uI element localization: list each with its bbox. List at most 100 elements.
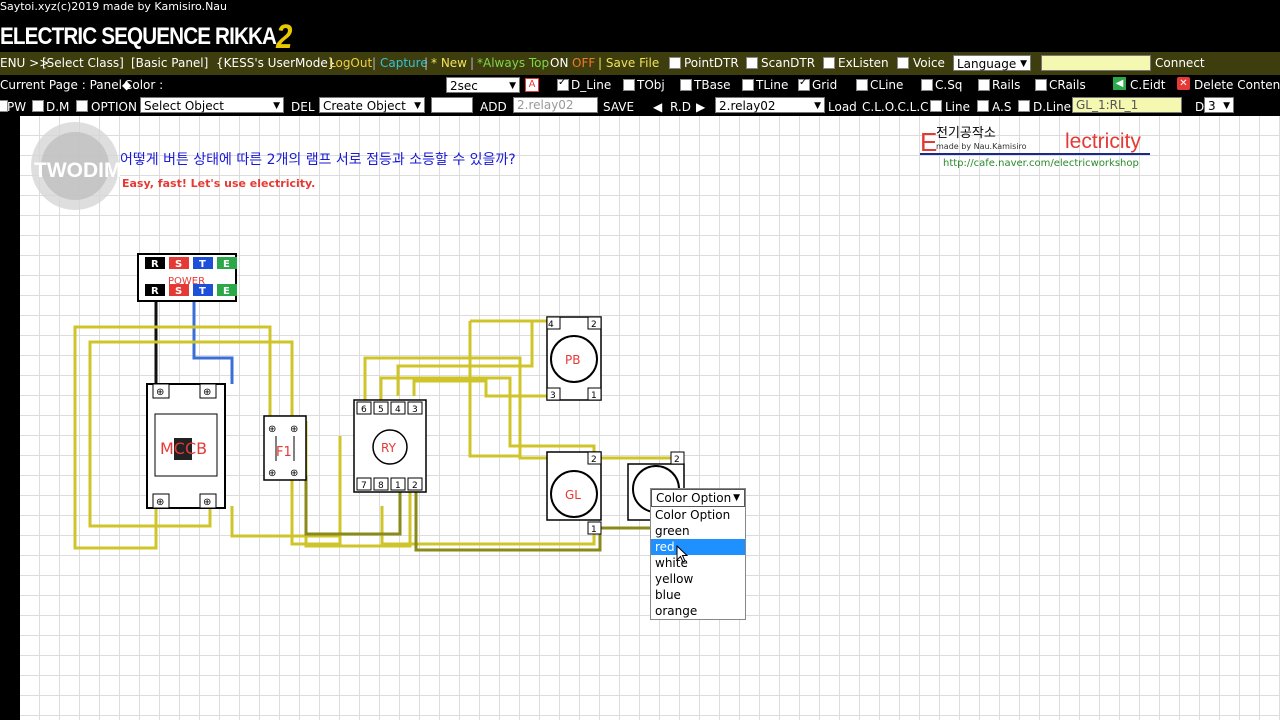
connect-input[interactable]: [1041, 55, 1151, 71]
color-option-item[interactable]: red: [651, 539, 745, 555]
chevron-down-icon: ▼: [509, 81, 516, 91]
relay-pin[interactable]: [407, 477, 423, 491]
fuse-f1[interactable]: ⊕ ⊕ ⊕ ⊕ F1: [263, 415, 307, 481]
always-top-off[interactable]: OFF: [572, 56, 596, 70]
point-dtr-label: PointDTR: [684, 56, 739, 70]
csq-checkbox[interactable]: [921, 79, 933, 91]
a-button[interactable]: A: [525, 78, 539, 92]
select-class-link[interactable]: [Select Class]: [42, 56, 124, 70]
tline-checkbox[interactable]: [742, 79, 754, 91]
dline2-checkbox[interactable]: [1018, 100, 1030, 112]
add-button[interactable]: ADD: [480, 100, 507, 114]
csq-label: C.Sq: [935, 78, 963, 92]
as-label: A.S: [992, 100, 1012, 114]
svg-text:⊕: ⊕: [290, 424, 298, 435]
mccb-breaker[interactable]: ⊕ ⊕ ⊕ ⊕ MCCB: [146, 383, 226, 509]
relay-pin[interactable]: [390, 477, 406, 491]
edit-icon[interactable]: ◀: [1113, 77, 1126, 90]
ex-listen-checkbox[interactable]: [823, 57, 835, 69]
clocl-label: C.L.O.C.L.C: [862, 100, 929, 114]
scan-dtr-checkbox[interactable]: [746, 57, 758, 69]
next-arrow-icon[interactable]: ▶: [696, 100, 706, 114]
power-terminal[interactable]: [145, 257, 165, 269]
del-button[interactable]: DEL: [291, 100, 315, 114]
prev-arrow-icon[interactable]: ◀: [653, 100, 663, 114]
object-name-input[interactable]: [431, 97, 473, 113]
save-button[interactable]: SAVE: [603, 100, 635, 114]
always-top-on[interactable]: ON: [550, 56, 569, 70]
select-object-value: Select Object: [144, 99, 224, 113]
capture-link[interactable]: Capture: [380, 56, 428, 70]
color-option-item[interactable]: orange: [655, 604, 698, 618]
power-terminal[interactable]: [193, 284, 213, 296]
color-option-select[interactable]: Color Option▼: [651, 489, 745, 507]
save-file-link[interactable]: | Save File: [598, 56, 660, 70]
tbase-checkbox[interactable]: [680, 79, 692, 91]
power-terminal[interactable]: [169, 257, 189, 269]
interval-select[interactable]: 2sec▼: [446, 77, 520, 93]
power-terminal[interactable]: [145, 284, 165, 296]
scan-dtr-label: ScanDTR: [761, 56, 816, 70]
relay-pin-label: 8: [378, 481, 384, 491]
tobj-checkbox[interactable]: [623, 79, 635, 91]
credit-text: Saytoi.xyz(c)2019 made by Kamisiro.Nau: [0, 0, 228, 13]
relay-pin[interactable]: [373, 477, 389, 491]
always-top-link[interactable]: *Always Top: [477, 56, 550, 70]
create-object-select[interactable]: Create Object▼: [319, 97, 425, 113]
rails-label: Rails: [992, 78, 1021, 92]
dm-checkbox[interactable]: [32, 100, 44, 112]
gl-input[interactable]: GL_1:RL_1: [1072, 97, 1182, 113]
delete-icon[interactable]: ✕: [1177, 77, 1190, 90]
color-option-item[interactable]: yellow: [655, 572, 694, 586]
wires: [73, 296, 682, 552]
load-button[interactable]: Load: [828, 100, 857, 114]
lamp-gl[interactable]: 2 1 GL: [546, 451, 602, 535]
connect-button[interactable]: Connect: [1155, 56, 1205, 70]
as-checkbox[interactable]: [977, 100, 989, 112]
rails-checkbox[interactable]: [978, 79, 990, 91]
circuit-canvas[interactable]: TWODIM 어떻게 버튼 상태에 따른 2개의 램프 서로 점등과 소등할 수…: [20, 116, 1280, 720]
chevron-down-icon: ▼: [414, 101, 421, 111]
push-button-pb[interactable]: 4 2 3 1 PB: [546, 316, 602, 401]
basic-panel-link[interactable]: [Basic Panel]: [131, 56, 209, 70]
select-object-select[interactable]: Select Object▼: [140, 97, 284, 113]
grid-checkbox[interactable]: [798, 77, 810, 91]
power-terminal[interactable]: [217, 284, 237, 296]
color-option-item[interactable]: green: [655, 524, 690, 538]
menu-link[interactable]: ENU >>: [0, 56, 50, 70]
relay-pin[interactable]: [373, 401, 389, 415]
relay-pin[interactable]: [356, 477, 372, 491]
new-link[interactable]: * New: [431, 56, 467, 70]
workshop-logo: E 전기공작소 made by Nau.Kamisiro lectricity …: [920, 126, 1150, 169]
d-select[interactable]: 3▼: [1204, 97, 1234, 113]
crails-checkbox[interactable]: [1035, 79, 1047, 91]
relay-pin[interactable]: [356, 401, 372, 415]
relay-select-value: 2.relay02: [719, 99, 776, 113]
language-select[interactable]: Language▼: [953, 55, 1031, 71]
relay-pin[interactable]: [390, 401, 406, 415]
color-option-item[interactable]: white: [655, 556, 688, 570]
power-terminal[interactable]: [193, 257, 213, 269]
pw-checkbox[interactable]: [0, 100, 8, 112]
kess-mode-link[interactable]: {KESS's UserMode}: [216, 56, 336, 70]
point-dtr-checkbox[interactable]: [669, 57, 681, 69]
power-terminal[interactable]: [169, 284, 189, 296]
power-terminal[interactable]: [217, 257, 237, 269]
logo-url[interactable]: http://cafe.naver.com/electricworkshop: [943, 158, 1139, 169]
relay-pin[interactable]: [407, 401, 423, 415]
color-option-item[interactable]: blue: [655, 588, 681, 602]
line-checkbox[interactable]: [930, 100, 942, 112]
option-checkbox[interactable]: [76, 100, 88, 112]
voice-checkbox[interactable]: [897, 57, 909, 69]
cline-checkbox[interactable]: [856, 79, 868, 91]
relay-select[interactable]: 2.relay02▼: [715, 97, 825, 113]
color-option-item[interactable]: Color Option: [655, 508, 731, 522]
logout-link[interactable]: LogOut: [329, 56, 373, 70]
app-name: ELECTRIC SEQUENCE RIKKA: [0, 23, 277, 50]
d-line-checkbox[interactable]: [557, 77, 569, 91]
relay-name-input[interactable]: 2.relay02: [513, 97, 598, 113]
app-title: ELECTRIC SEQUENCE RIKKA2: [0, 14, 292, 56]
